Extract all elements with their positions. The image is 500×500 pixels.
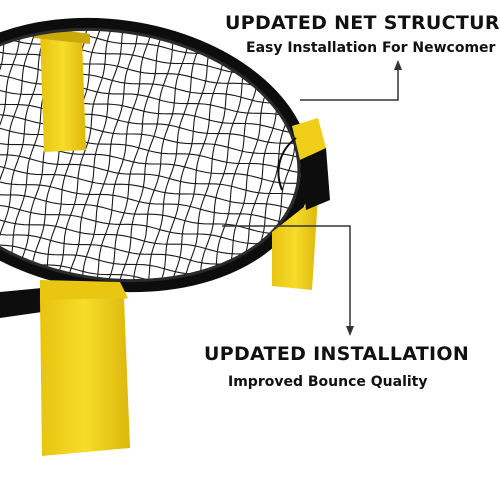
net-callout-arrow [300,60,402,101]
installation-callout-arrow [222,225,354,336]
front-frame-tube [0,288,42,318]
right-leg [272,196,318,290]
net-structure-title: UPDATED NET STRUCTURE [225,12,500,34]
net-structure-subtitle: Easy Installation For Newcomer [246,40,496,56]
frame-ring-inner [0,27,301,283]
installation-title: UPDATED INSTALLATION [204,343,470,365]
front-leg [40,298,130,456]
front-leg-joint [40,280,128,304]
back-leg [40,30,86,152]
right-frame-tube [300,148,330,210]
bungee-cord [277,137,297,191]
installation-subtitle: Improved Bounce Quality [228,374,428,390]
right-leg-joint [292,118,326,160]
